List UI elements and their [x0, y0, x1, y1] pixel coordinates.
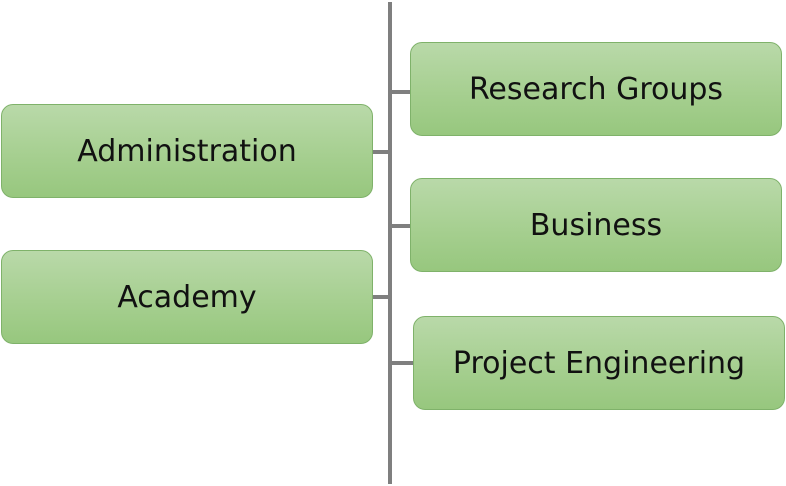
node-project-engineering-label: Project Engineering — [452, 345, 746, 381]
node-research-groups-label: Research Groups — [468, 71, 724, 107]
node-business-label: Business — [529, 207, 663, 243]
node-academy-label: Academy — [117, 279, 257, 315]
node-administration-label: Administration — [77, 133, 297, 169]
node-research-groups: Research Groups — [410, 42, 782, 136]
node-administration: Administration — [1, 104, 373, 198]
node-academy: Academy — [1, 250, 373, 344]
node-business: Business — [410, 178, 782, 272]
node-project-engineering: Project Engineering — [413, 316, 785, 410]
